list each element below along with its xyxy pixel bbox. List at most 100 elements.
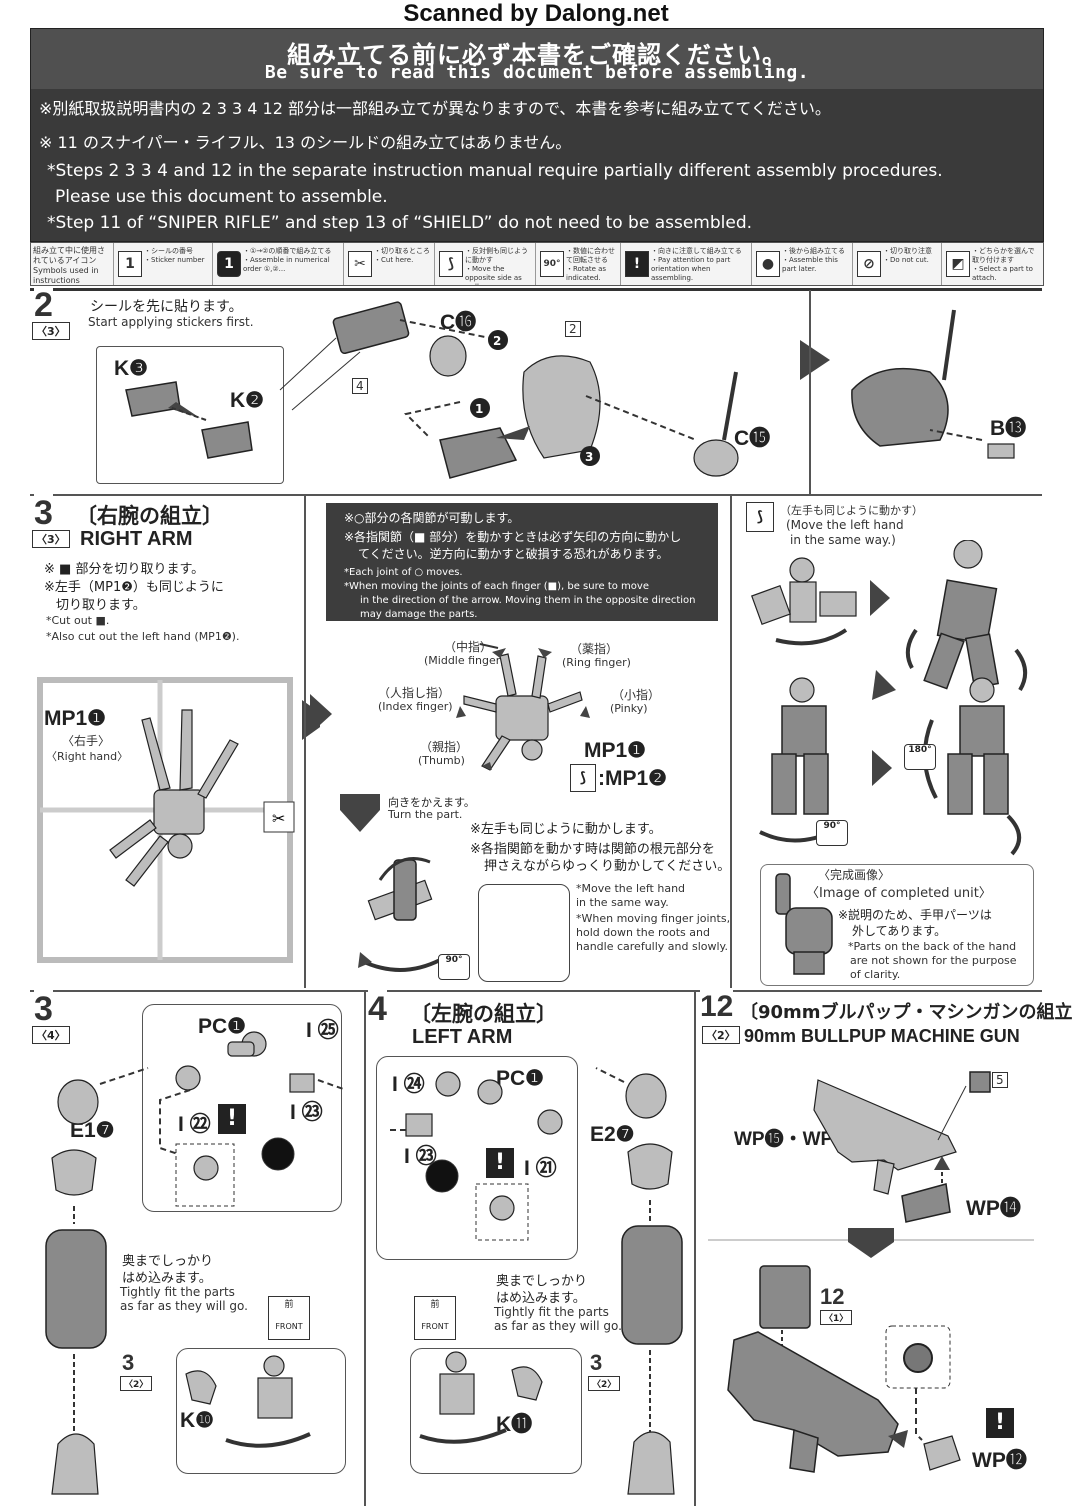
label-c16: C⓰ xyxy=(440,311,477,334)
step3r-divider-left xyxy=(304,496,306,988)
step3-divider xyxy=(30,494,1042,496)
mirror-icon: ⟆ xyxy=(570,764,596,792)
dash-visor xyxy=(404,401,461,439)
label-k10: K❿ xyxy=(180,1409,214,1432)
legend-header-en: Symbols used in instructions xyxy=(33,266,99,285)
arrow-to-fingers xyxy=(310,694,332,734)
left-forearm-part xyxy=(627,1431,675,1495)
upper-arm-part xyxy=(45,1229,107,1349)
bottom-divider-1 xyxy=(364,992,366,1506)
callout-l7: may damage the parts. xyxy=(360,609,478,620)
arm-pose-2 xyxy=(905,540,1028,692)
right-hand-part xyxy=(109,709,239,887)
sticker-icon: 1 xyxy=(118,251,142,277)
ref-sub-b: 〈2〉 xyxy=(588,1376,621,1391)
step3r-number: 3 xyxy=(34,494,53,533)
step2-instruction-en: Start applying stickers first. xyxy=(88,315,254,329)
note-joint-jp2: 押さえながらゆっくり動かしてください。 xyxy=(484,859,731,874)
note-left-en1: *Move the left hand xyxy=(576,882,686,895)
e2-cap xyxy=(627,1143,673,1190)
legend-header-jp: 組み立て中に使用されているアイコン xyxy=(33,246,105,265)
step3r-note2-en: *Also cut out the left hand (MP1❷). xyxy=(46,630,240,643)
dash-antenna xyxy=(585,395,697,441)
scissors-marker xyxy=(263,801,295,833)
front-en-a: FRONT xyxy=(275,1322,303,1331)
step3r-note3-jp: 切り取ります。 xyxy=(56,598,146,613)
legend-orientation: !・向きに注意して組み立てる・Pay attention to part ori… xyxy=(621,243,752,285)
index-finger-jp: （人指し指） xyxy=(378,686,451,700)
fit-en2-b: as far as they will go. xyxy=(494,1319,622,1333)
front-jp-a: 前 xyxy=(284,1300,294,1310)
label-i21: I ㉑ xyxy=(524,1157,557,1180)
fit-en1-a: Tightly fit the parts xyxy=(120,1285,235,1299)
visor-part xyxy=(439,427,518,479)
finger-joint-callout: ※○部分の各関節が可動します。 ※各指関節（■ 部分）を動かすときは必ず矢印の方… xyxy=(326,503,718,621)
do-not-cut-icon: ⊘ xyxy=(857,251,881,277)
rotate-90-label-2: 90° xyxy=(823,821,841,831)
notice-line5-en: *Step 11 of “SNIPER RIFLE” and step 13 o… xyxy=(47,213,753,233)
legend-order: 1・①→②の順番で組み立てる・Assemble in numerical ord… xyxy=(213,243,344,285)
label-b13: B⓭ xyxy=(990,417,1027,440)
ref-step-b: 3 xyxy=(590,1350,603,1376)
step3r-note1-jp: ※ ■ 部分を切り取ります。 xyxy=(44,562,205,577)
select-part-icon: ◩ xyxy=(946,251,970,277)
legend-sticker: 1・シールの番号・Sticker number xyxy=(114,243,213,285)
arm-poses-illustration xyxy=(751,540,1028,856)
ref-step-a: 3 xyxy=(122,1350,135,1376)
completed-unit-inset xyxy=(760,864,1034,986)
completed-jp: 〈完成画像〉 xyxy=(818,868,891,882)
step3b-attach-inset xyxy=(176,1348,346,1474)
legend-opposite: ⟆・反対側も同じように動かす・Move the opposite side as… xyxy=(435,243,536,285)
fit-jp1-a: 奥までしっかり xyxy=(122,1254,214,1269)
notice-line4-en: Please use this document to assemble. xyxy=(55,187,388,207)
svg-text:3: 3 xyxy=(585,450,593,464)
step12-title-jp: 〔90mmブルパップ・マシンガンの組立〕 xyxy=(740,1002,1072,1023)
sticker-4-label: 4 xyxy=(352,378,368,394)
legend-later: ●・後から組み立てる・Assemble this part later. xyxy=(752,243,853,285)
note-left-en2: in the same way. xyxy=(576,896,669,909)
completed-note-jp1: ※説明のため、手甲パーツは xyxy=(838,908,992,922)
callout-l3: てください。逆方向に動かすと破損する恐れがあります。 xyxy=(358,547,669,561)
step12-title-en: 90mm BULLPUP MACHINE GUN xyxy=(744,1026,1020,1046)
runner-illustration: ✂ xyxy=(37,677,320,963)
bottom-divider-2 xyxy=(694,992,696,1506)
front-jp-b: 前 xyxy=(430,1300,440,1310)
rotate-icon: 90° xyxy=(540,251,564,277)
pinky-jp: （小指） xyxy=(612,688,661,702)
turn-en: Turn the part. xyxy=(388,808,463,821)
completed-note-en2: are not shown for the purpose xyxy=(850,954,1017,967)
label-c15: C⓯ xyxy=(734,427,771,450)
label-k2: K❷ xyxy=(230,389,264,412)
finger-detail-inset xyxy=(478,884,570,982)
warning-icon-b: ! xyxy=(486,1148,514,1178)
side-note-jp: （左手も同じように動かす） xyxy=(780,504,923,517)
fit-jp2-b: はめ込みます。 xyxy=(496,1291,586,1306)
right-hand-jp: 〈右手〉 xyxy=(62,734,111,748)
label-mp1-1b: MP1❶ xyxy=(584,739,647,762)
mirror-icon-side: ⟆ xyxy=(746,502,774,532)
step3r-subnumber: 〈3〉 xyxy=(32,530,70,548)
dash-c16 xyxy=(399,319,501,341)
step4-number: 4 xyxy=(368,990,387,1029)
arrow-step2-result xyxy=(800,340,830,380)
ring-finger-jp: （薬指） xyxy=(570,642,619,656)
label-wp12: WP⓬ xyxy=(972,1449,1027,1472)
e1-cap xyxy=(51,1149,97,1196)
label-e27: E2❼ xyxy=(590,1123,635,1146)
legend-cut: ✂・切り取るところ・Cut here. xyxy=(344,243,435,285)
step2-number: 2 xyxy=(34,286,53,325)
completed-note-jp2: 外してあります。 xyxy=(852,924,947,938)
ring-finger-en: (Ring finger) xyxy=(562,656,631,669)
gun-body-complete xyxy=(727,1331,899,1473)
e1-shoulder xyxy=(57,1079,99,1125)
label-i23-a: I ㉓ xyxy=(290,1101,323,1124)
head-part xyxy=(522,355,601,459)
order-icon: 1 xyxy=(217,251,241,277)
callout-l5: *When moving the joints of each finger (… xyxy=(344,581,649,592)
assembled-head xyxy=(851,367,949,447)
notice-title-band xyxy=(31,29,1043,89)
ref-sub-12: 〈1〉 xyxy=(820,1310,853,1325)
label-i24: I ㉔ xyxy=(392,1073,425,1096)
notice-box: 組み立てる前に必ず本書をご確認ください。 Be sure to read thi… xyxy=(30,28,1044,242)
